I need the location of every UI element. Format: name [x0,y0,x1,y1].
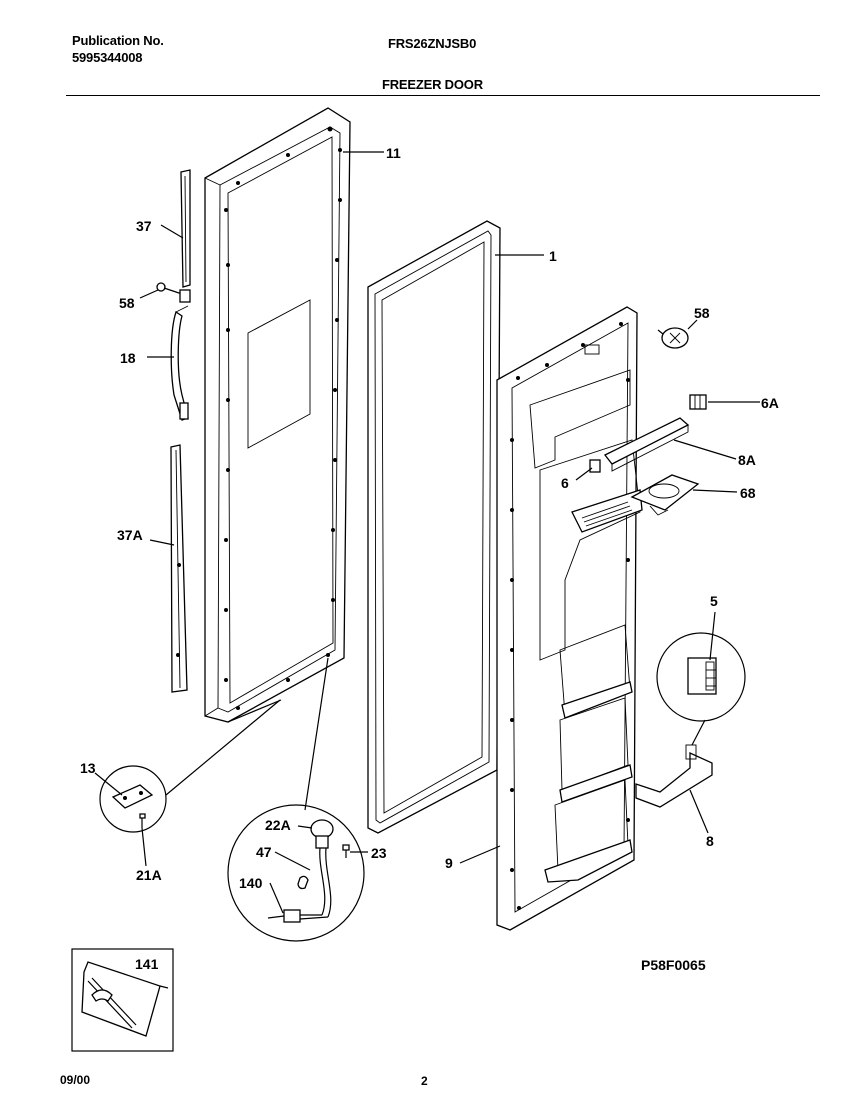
callout-58-left: 58 [119,295,135,311]
callout-1: 1 [549,248,557,264]
bracket-8-part [635,744,713,808]
callout-13: 13 [80,760,96,776]
door-liner-part [496,306,643,931]
section-title: FREEZER DOOR [382,77,483,92]
callout-5: 5 [710,593,718,609]
header-rule [66,95,820,96]
lower-trim-strip-part [170,444,188,693]
clip-6-part [589,459,601,473]
model-number: FRS26ZNJSB0 [388,36,477,51]
callout-68: 68 [740,485,756,501]
callout-labels: 11 1 37 58 18 37A 58 6A 8A 6 68 5 8 9 13… [80,145,779,972]
detail-circle-5 [656,632,746,722]
screw-left-part [156,282,191,303]
callout-141: 141 [135,956,159,972]
callout-23: 23 [371,845,387,861]
page-number: 2 [421,1074,428,1088]
callout-6: 6 [561,475,569,491]
kit-box-141 [71,948,174,1052]
detail-circle-light-switch [227,804,365,942]
detail-circle-13 [99,765,167,833]
screw-right-part [657,327,689,349]
callout-11: 11 [386,145,401,161]
door-panel-part [204,107,351,723]
upper-trim-strip-part [180,169,191,288]
callout-8: 8 [706,833,714,849]
callout-6a: 6A [761,395,779,411]
callout-140: 140 [239,875,263,891]
publication-number: 5995344008 [72,50,143,65]
callout-21a: 21A [136,867,162,883]
callout-37: 37 [136,218,152,234]
callout-18: 18 [120,350,136,366]
handle-part [170,305,189,421]
clip-6a-part [689,394,707,410]
bar-8a-part [603,417,690,472]
callout-47: 47 [256,844,272,860]
callout-37a: 37A [117,527,143,543]
callout-9: 9 [445,855,453,871]
callout-22a: 22A [265,817,291,833]
callout-8a: 8A [738,452,756,468]
callout-58-right: 58 [694,305,710,321]
leader-lines [94,151,760,914]
tray-68-part [630,474,700,516]
gasket-part [367,220,501,834]
diagram-id: P58F0065 [641,957,706,973]
publication-label: Publication No. [72,33,164,48]
date-stamp: 09/00 [60,1073,91,1087]
